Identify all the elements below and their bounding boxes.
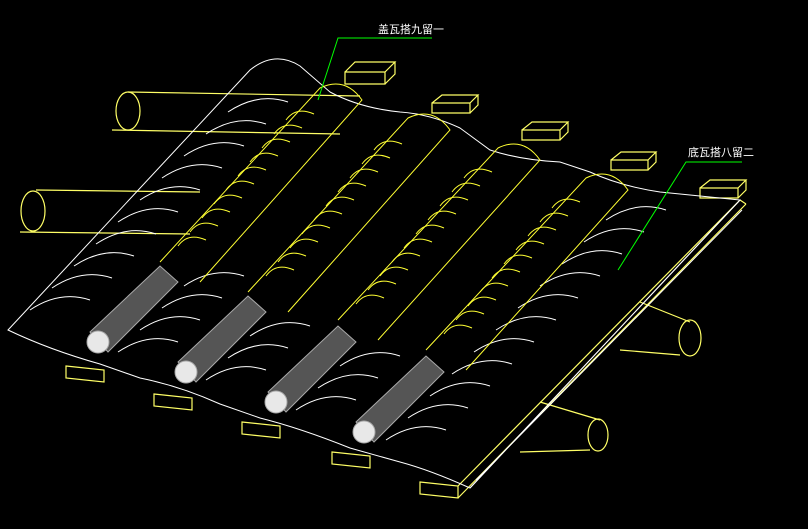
annotation-cover-tile: 盖瓦搭九留一 — [378, 23, 444, 36]
leader-bottom — [617, 161, 742, 271]
mortar-core-3 — [264, 325, 357, 414]
bottom-tiles — [7, 58, 743, 489]
purlin-2 — [19, 189, 201, 235]
mortar-cores — [86, 265, 445, 444]
rafter-end-top-5 — [699, 179, 748, 199]
rafter-end-top-2 — [431, 94, 480, 114]
rafter-end-top-3 — [521, 121, 570, 141]
cover-tile-row-2 — [247, 113, 451, 313]
rafter-end-top-1 — [344, 61, 397, 85]
rafter-ends — [65, 61, 748, 499]
rafter-end-top-4 — [610, 151, 658, 171]
annotation-bottom-tile: 底瓦搭八留二 — [688, 146, 754, 159]
eave-board — [457, 199, 747, 499]
rafter-end-bottom-5 — [419, 481, 459, 499]
rafter-end-bottom-4 — [331, 451, 371, 469]
bottom-tile-courses — [29, 98, 743, 489]
cover-tiles — [159, 83, 629, 371]
mortar-core-2 — [174, 295, 267, 384]
leader-lines — [317, 37, 742, 271]
mortar-core-1 — [86, 265, 179, 354]
cover-tile-row-1 — [159, 83, 363, 283]
rafter-end-bottom-3 — [241, 421, 281, 439]
cover-tile-row-4 — [425, 173, 629, 371]
purlin-1 — [111, 91, 361, 135]
rafter-end-bottom-1 — [65, 365, 105, 383]
roof-outline — [7, 58, 742, 489]
purlins — [19, 91, 702, 453]
leader-cover — [317, 37, 432, 101]
mortar-core-4 — [352, 355, 445, 444]
cover-tile-row-3 — [337, 143, 541, 341]
rafter-end-bottom-2 — [153, 393, 193, 411]
